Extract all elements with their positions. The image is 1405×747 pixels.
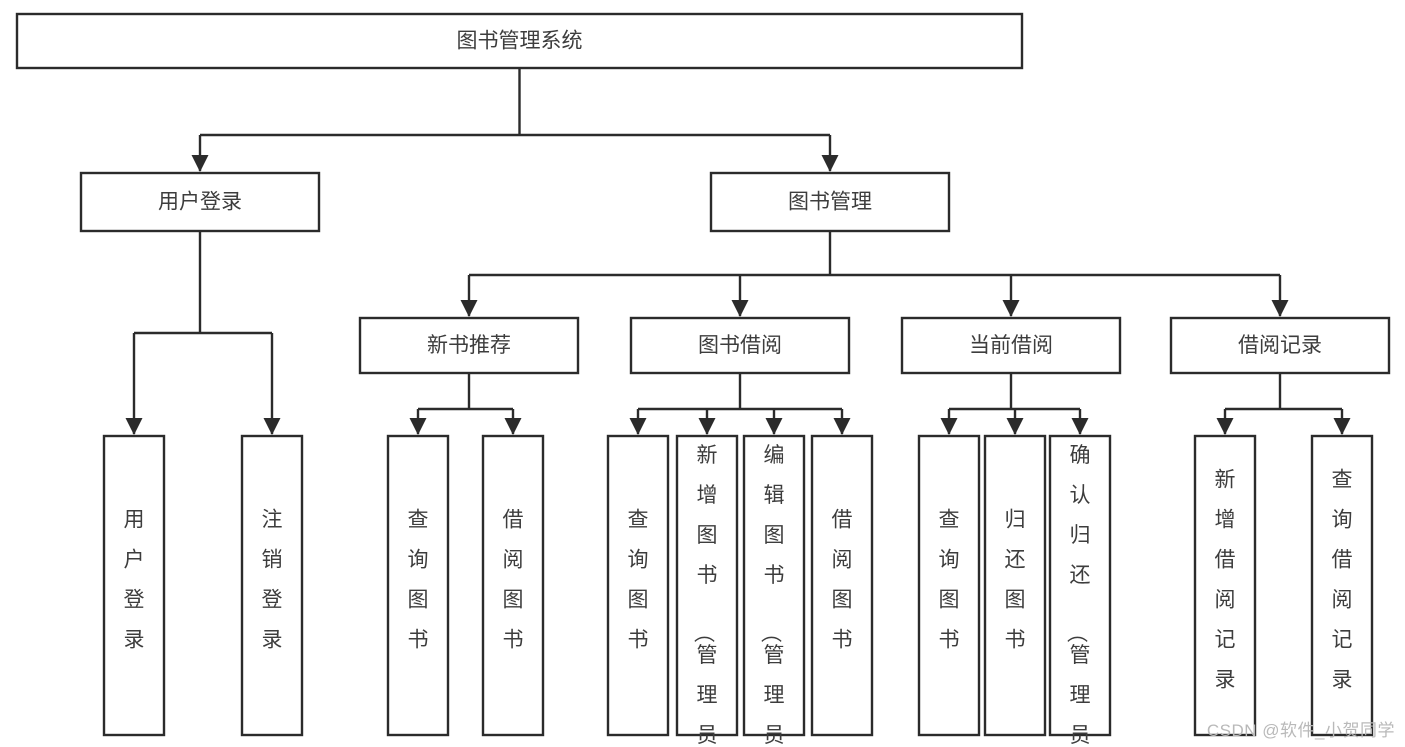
level3-label: 当前借阅 [969, 334, 1053, 357]
node-leaf-7[interactable]: 借阅图书 [810, 434, 874, 737]
leaf-box[interactable] [675, 434, 739, 737]
leaf-label: 查询借阅记录 [1332, 469, 1353, 692]
node-leaf-6[interactable]: 编辑图书（管理员） [742, 434, 806, 747]
leaf-label: 新增借阅记录 [1215, 469, 1236, 692]
arrow-head-icon [1002, 300, 1020, 317]
leaf-box[interactable] [810, 434, 874, 737]
root-label: 图书管理系统 [457, 30, 583, 53]
node-level3-0[interactable]: 新书推荐 [358, 316, 580, 375]
level3-nodes: 新书推荐 图书借阅 当前借阅 借阅记录 [358, 316, 1391, 375]
level3-box[interactable] [1169, 316, 1391, 375]
arrow-head-icon [1071, 418, 1089, 435]
level3-label: 借阅记录 [1238, 334, 1322, 357]
node-leaf-4[interactable]: 查询图书 [606, 434, 670, 737]
arrow-head-icon [940, 418, 958, 435]
level3-label: 新书推荐 [427, 334, 511, 357]
arrow-head-icon [629, 418, 647, 435]
node-leaf-5[interactable]: 新增图书（管理员） [675, 434, 739, 747]
leaf-label: 查询图书 [408, 509, 429, 652]
leaf-label: 注销登录 [262, 509, 283, 652]
leaf-label: 确认归还（管理员） [1065, 444, 1091, 747]
level2-label: 图书管理 [788, 191, 872, 214]
leaf-nodes: 用户登录 注销登录 查询图书 借阅图书 查询图书 新增图书（管理员） 编辑图书（管理员） 借阅… [102, 434, 1374, 747]
node-level3-1[interactable]: 图书借阅 [629, 316, 851, 375]
node-leaf-3[interactable]: 借阅图书 [481, 434, 545, 737]
node-level3-3[interactable]: 借阅记录 [1169, 316, 1391, 375]
level2-label: 用户登录 [158, 191, 242, 214]
arrow-head-icon [731, 300, 749, 317]
leaf-label: 用户登录 [124, 509, 145, 652]
node-level2-1[interactable]: 图书管理 [709, 171, 951, 233]
arrow-head-icon [1271, 300, 1289, 317]
arrow-head-icon [833, 418, 851, 435]
arrow-head-icon [504, 418, 522, 435]
arrow-head-icon [1216, 418, 1234, 435]
arrow-head-icon [263, 418, 281, 435]
leaf-label: 借阅图书 [503, 509, 524, 652]
arrow-head-icon [460, 300, 478, 317]
node-level2-0[interactable]: 用户登录 [79, 171, 321, 233]
node-leaf-12[interactable]: 查询借阅记录 [1310, 434, 1374, 737]
leaf-box[interactable] [1310, 434, 1374, 737]
arrow-head-icon [1006, 418, 1024, 435]
leaf-box[interactable] [102, 434, 166, 737]
leaf-box[interactable] [1193, 434, 1257, 737]
leaf-label: 查询图书 [628, 509, 649, 652]
node-leaf-9[interactable]: 归还图书 [983, 434, 1047, 737]
watermark-text: CSDN @软件_小贺同学 [1206, 721, 1395, 740]
leaf-label: 编辑图书（管理员） [759, 444, 785, 747]
leaf-box[interactable] [917, 434, 981, 737]
level2-box[interactable] [709, 171, 951, 233]
leaf-box[interactable] [240, 434, 304, 737]
node-leaf-8[interactable]: 查询图书 [917, 434, 981, 737]
node-leaf-2[interactable]: 查询图书 [386, 434, 450, 737]
node-root[interactable]: 图书管理系统 [15, 12, 1024, 70]
level3-box[interactable] [629, 316, 851, 375]
arrow-head-icon [191, 155, 209, 172]
node-leaf-10[interactable]: 确认归还（管理员） [1048, 434, 1112, 747]
leaf-label: 借阅图书 [832, 509, 853, 652]
level3-label: 图书借阅 [698, 334, 782, 357]
edges-root-to-level2 [191, 68, 839, 172]
root-box[interactable] [15, 12, 1024, 70]
arrow-head-icon [765, 418, 783, 435]
leaf-label: 新增图书（管理员） [692, 444, 718, 747]
leaf-label: 查询图书 [939, 509, 960, 652]
leaf-box[interactable] [386, 434, 450, 737]
leaf-label: 归还图书 [1005, 509, 1026, 652]
arrow-head-icon [698, 418, 716, 435]
node-level3-2[interactable]: 当前借阅 [900, 316, 1122, 375]
node-leaf-11[interactable]: 新增借阅记录 [1193, 434, 1257, 737]
arrow-head-icon [1333, 418, 1351, 435]
arrow-head-icon [125, 418, 143, 435]
edges-to-leaves [125, 231, 1351, 435]
leaf-box[interactable] [481, 434, 545, 737]
level3-box[interactable] [900, 316, 1122, 375]
arrow-head-icon [409, 418, 427, 435]
node-leaf-1[interactable]: 注销登录 [240, 434, 304, 737]
arrow-head-icon [821, 155, 839, 172]
leaf-box[interactable] [1048, 434, 1112, 737]
level2-box[interactable] [79, 171, 321, 233]
leaf-box[interactable] [606, 434, 670, 737]
level3-box[interactable] [358, 316, 580, 375]
node-leaf-0[interactable]: 用户登录 [102, 434, 166, 737]
leaf-box[interactable] [983, 434, 1047, 737]
level2-nodes: 用户登录 图书管理 [79, 171, 951, 233]
leaf-box[interactable] [742, 434, 806, 737]
edges-level2-to-level3 [460, 231, 1289, 317]
